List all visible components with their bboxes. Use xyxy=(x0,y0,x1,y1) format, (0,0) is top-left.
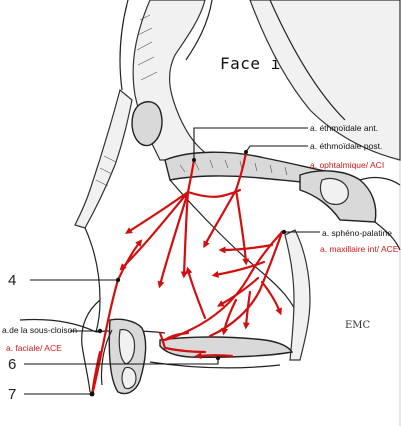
greater-palatine-link xyxy=(158,331,207,354)
label-facial: a. faciale/ ACE xyxy=(6,343,62,353)
artery-network xyxy=(90,150,284,397)
posterior-ethmoidal-trunk xyxy=(234,150,248,192)
palatal-link xyxy=(163,331,190,342)
label-number-4: 4 xyxy=(8,272,16,289)
branch-s2 xyxy=(211,260,266,278)
label-number-7: 7 xyxy=(8,386,16,403)
label-ethmoidal-anterior: a. éthmoïdale ant. xyxy=(310,123,378,133)
label-septal-branch: a.de la sous-cloison xyxy=(2,325,77,335)
branch-a1 xyxy=(125,190,190,234)
branch-s5 xyxy=(260,280,282,316)
columellar-branch xyxy=(90,278,120,397)
branch-a3 xyxy=(157,190,190,289)
branch-a2 xyxy=(119,190,190,271)
branch-p2 xyxy=(234,188,250,266)
label-sphenopalatine: a. sphéno-palatine xyxy=(322,228,392,238)
branch-a4 xyxy=(180,190,190,279)
kiesselbach-branch xyxy=(116,239,143,282)
leader-lines xyxy=(24,127,320,397)
sphenopalatine-parallel xyxy=(208,230,284,338)
branch-a5 xyxy=(186,190,224,198)
anatomy-drawing: EMC xyxy=(19,0,401,395)
facial-artery-branch xyxy=(90,350,102,397)
branch-s4 xyxy=(242,290,252,330)
anterior-ethmoidal-trunk xyxy=(186,158,196,194)
label-ophthalmic: a. ophtalmique/ ACI xyxy=(310,160,384,170)
branch-s1 xyxy=(218,243,274,254)
label-maxillary: a. maxillaire int/ ACE xyxy=(320,244,399,254)
branch-s6 xyxy=(221,298,238,336)
branch-s3 xyxy=(216,276,260,307)
branch-six xyxy=(194,352,234,360)
label-number-6: 6 xyxy=(8,356,16,373)
branch-s7 xyxy=(185,266,207,320)
emc-watermark: EMC xyxy=(345,320,371,331)
label-ethmoidal-posterior: a. éthmoïdale post. xyxy=(310,141,382,151)
branch-link xyxy=(220,188,242,198)
branch-p1 xyxy=(203,188,238,249)
